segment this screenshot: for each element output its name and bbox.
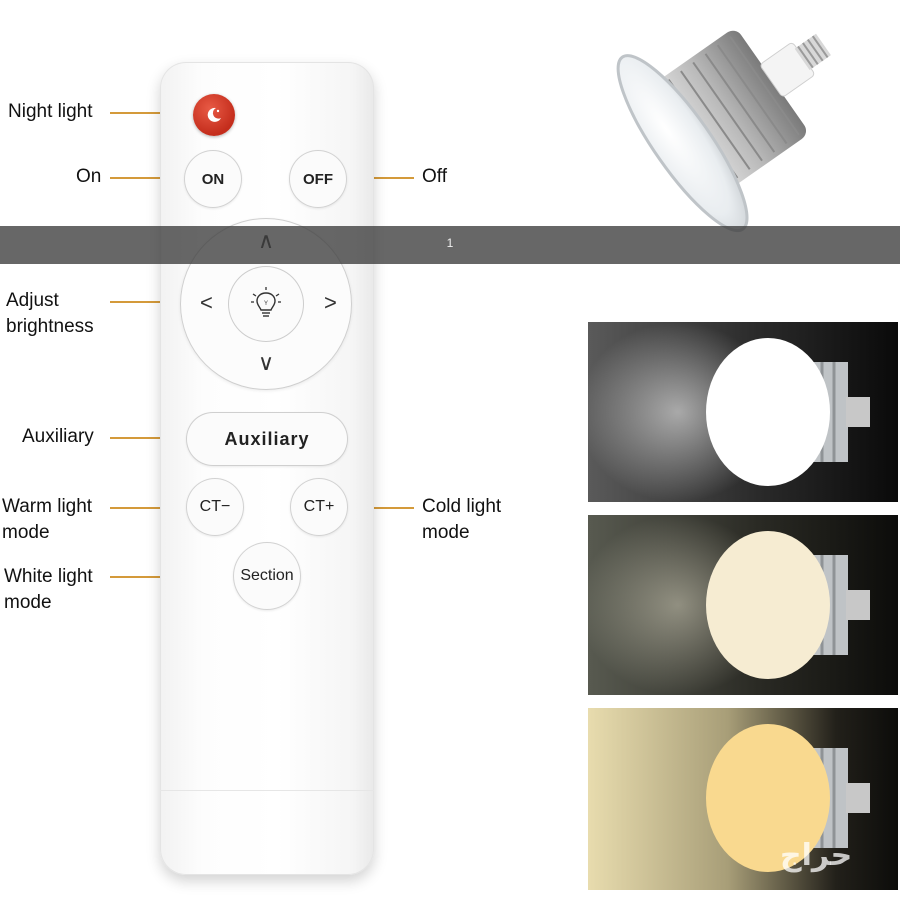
arrow-down-icon[interactable]: ∨ (258, 350, 275, 375)
cold-label: Cold light mode (422, 494, 501, 546)
adjust-label: Adjust brightness (6, 288, 94, 340)
night-light-line (110, 112, 193, 114)
warm-light-photo (588, 708, 898, 890)
overlay-band (0, 226, 900, 264)
brightness-center-button[interactable]: Y (228, 266, 304, 342)
warm-line (110, 507, 192, 509)
cold-line (340, 507, 414, 509)
bulb-icon: Y (251, 287, 281, 317)
off-button[interactable]: OFF (289, 150, 347, 208)
white-label-line2: mode (4, 592, 52, 613)
remote-battery-seam (160, 790, 374, 791)
on-button[interactable]: ON (184, 150, 242, 208)
white-light-photo (588, 515, 898, 695)
ct-minus-button[interactable]: CT− (186, 478, 244, 536)
on-line (110, 177, 186, 179)
warm-label-line1: Warm light (2, 496, 93, 517)
night-light-button[interactable] (193, 94, 235, 136)
page-number: 1 (446, 236, 454, 250)
cold-light-photo (588, 322, 898, 502)
warm-label: Warm light mode (2, 494, 92, 546)
ct-plus-button[interactable]: CT+ (290, 478, 348, 536)
off-label: Off (422, 166, 447, 187)
white-label-line1: White light (4, 566, 93, 587)
white-label: White light mode (4, 564, 93, 616)
on-label: On (76, 166, 102, 187)
auxiliary-line (110, 437, 188, 439)
bulb-product-image (560, 0, 860, 270)
arrow-left-icon[interactable]: < (200, 290, 213, 315)
section-button[interactable]: Section (233, 542, 301, 610)
adjust-label-line2: brightness (6, 316, 94, 337)
cold-label-line1: Cold light (422, 496, 502, 517)
night-light-label: Night light (8, 101, 93, 122)
warm-label-line2: mode (2, 522, 50, 543)
cold-label-line2: mode (422, 522, 470, 543)
auxiliary-label: Auxiliary (22, 426, 94, 447)
off-line (336, 177, 414, 179)
arrow-right-icon[interactable]: > (324, 290, 337, 315)
svg-text:Y: Y (264, 301, 268, 307)
watermark-logo: حراج (780, 838, 853, 873)
adjust-label-line1: Adjust (6, 290, 59, 311)
moon-icon (207, 107, 221, 122)
auxiliary-button[interactable]: Auxiliary (186, 412, 348, 466)
